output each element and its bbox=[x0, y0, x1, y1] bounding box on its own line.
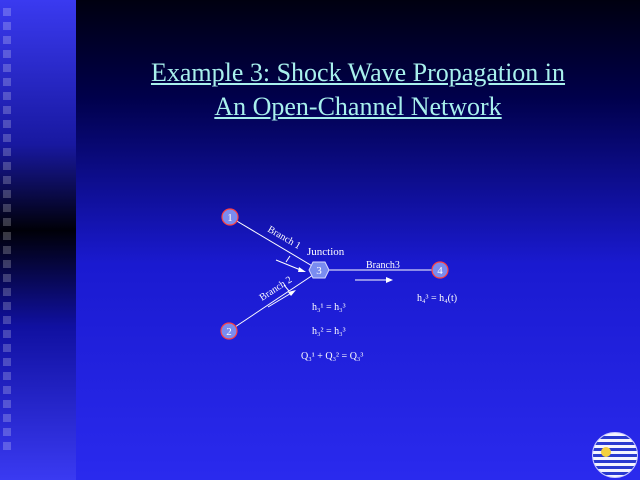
slide-title: Example 3: Shock Wave Propagation in An … bbox=[76, 56, 640, 124]
sidebar-squares bbox=[3, 8, 17, 456]
branch-1-line bbox=[229, 216, 320, 271]
node-4: 4 bbox=[431, 261, 449, 279]
flow-arrow-branch-1 bbox=[275, 259, 306, 272]
node-1: 1 bbox=[221, 208, 239, 226]
title-line-2: An Open-Channel Network bbox=[214, 92, 502, 121]
flow-arrow-branch-2 bbox=[267, 290, 296, 308]
sidebar-decoration bbox=[0, 0, 76, 480]
junction-label: Junction bbox=[307, 246, 345, 258]
shock-mark-1 bbox=[285, 255, 291, 263]
flow-arrow-branch-3 bbox=[355, 277, 393, 283]
shock-mark-2 bbox=[283, 284, 290, 292]
equation-1: h₃¹ = h₃³ bbox=[312, 302, 346, 313]
branch-2-line bbox=[228, 270, 320, 332]
node-2: 2 bbox=[220, 322, 238, 340]
title-line-1: Example 3: Shock Wave Propagation in bbox=[150, 58, 566, 87]
svg-text:4: 4 bbox=[437, 265, 443, 277]
branch-1-label: Branch 1 bbox=[266, 224, 303, 252]
equation-2: h₃² = h₃³ bbox=[312, 326, 346, 337]
node-3: 3 bbox=[308, 261, 330, 279]
svg-text:1: 1 bbox=[227, 212, 233, 224]
equation-4: h₄³ = h₄(t) bbox=[417, 293, 458, 304]
svg-text:3: 3 bbox=[316, 265, 322, 277]
branch-3-label: Branch3 bbox=[366, 260, 400, 271]
equation-3: Q₃¹ + Q₃² = Q₃³ bbox=[301, 351, 364, 362]
svg-text:2: 2 bbox=[226, 326, 232, 338]
university-logo-icon bbox=[592, 432, 638, 478]
